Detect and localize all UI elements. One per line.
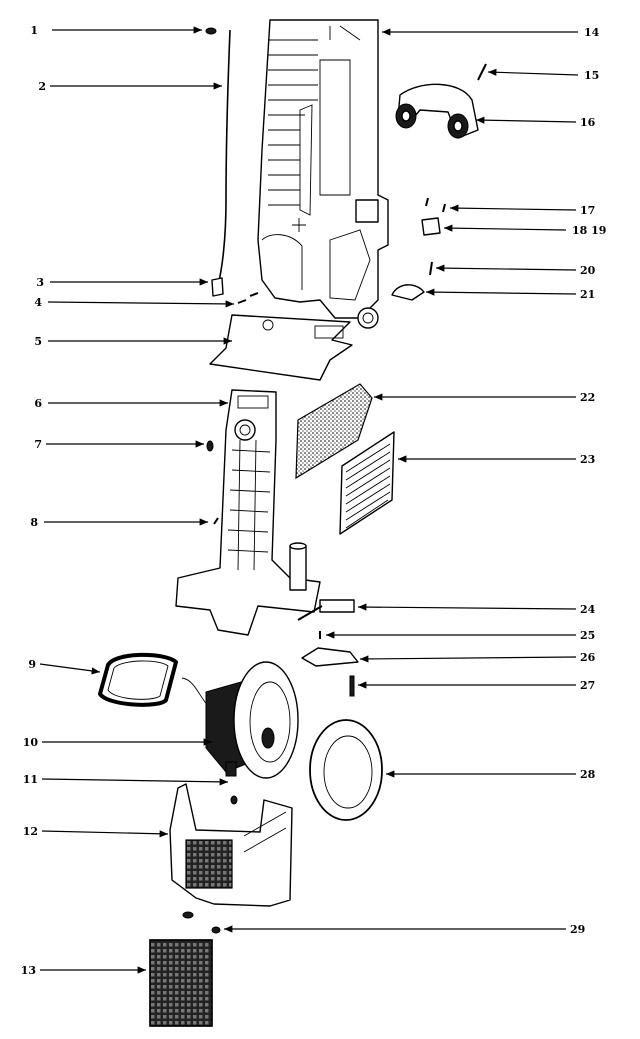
callout-7: 7 xyxy=(34,438,42,451)
callout-25: 25 xyxy=(580,629,595,642)
part-switch-21 xyxy=(391,284,425,301)
part-plate-5 xyxy=(209,314,353,381)
part-filter-pad-13 xyxy=(149,939,213,1027)
part-gasket-9 xyxy=(98,652,178,707)
part-screw-15 xyxy=(477,63,487,81)
callout-2: 2 xyxy=(38,80,46,93)
callout-10: 10 xyxy=(23,736,39,749)
callout-18-19: 18 19 xyxy=(572,224,606,237)
callout-5: 5 xyxy=(34,335,42,348)
callout-20: 20 xyxy=(580,264,596,277)
callout-24: 24 xyxy=(580,603,596,616)
callout-1: 1 xyxy=(30,24,38,37)
callout-12: 12 xyxy=(23,825,38,838)
part-housing-12 xyxy=(169,783,293,907)
callout-15: 15 xyxy=(584,69,599,82)
callout-26: 26 xyxy=(580,651,596,664)
part-frame-6 xyxy=(175,389,321,636)
part-clip-3 xyxy=(211,277,224,297)
callout-23: 23 xyxy=(580,453,595,466)
part-bracket-26 xyxy=(301,647,359,667)
part-ring-28 xyxy=(309,719,383,821)
callout-21: 21 xyxy=(580,288,595,301)
callout-11: 11 xyxy=(23,773,38,786)
callout-4: 4 xyxy=(34,296,42,309)
upper-handle-body xyxy=(257,19,389,329)
part-plate-18-19 xyxy=(421,217,441,236)
callout-labels: 1 2 3 4 5 6 7 8 9 10 11 12 13 14 15 16 1… xyxy=(21,24,607,977)
callout-8: 8 xyxy=(30,516,38,529)
part-wheel-bracket-16 xyxy=(395,83,479,139)
part-pins-4 xyxy=(237,292,259,304)
part-pin-8 xyxy=(213,517,219,525)
leader-lines-left xyxy=(39,26,235,974)
part-grille-23 xyxy=(339,431,395,535)
part-filter-22 xyxy=(295,383,373,480)
callout-13: 13 xyxy=(21,964,36,977)
callout-9: 9 xyxy=(28,658,36,671)
part-screw-20 xyxy=(429,261,433,276)
leader-lines-right xyxy=(224,28,579,933)
part-motor-10 xyxy=(181,661,299,779)
callout-28: 28 xyxy=(580,768,596,781)
part-bar-24 xyxy=(297,599,355,621)
callout-6: 6 xyxy=(34,397,42,410)
callout-22: 22 xyxy=(580,391,595,404)
callout-16: 16 xyxy=(580,116,596,129)
callout-29: 29 xyxy=(570,923,585,936)
callout-14: 14 xyxy=(584,26,600,39)
part-screw-7 xyxy=(206,440,214,452)
part-screws-29 xyxy=(182,911,221,934)
callout-17: 17 xyxy=(580,204,595,217)
part-fastener-1 xyxy=(205,27,217,35)
part-cord-2 xyxy=(217,29,231,286)
callout-3: 3 xyxy=(36,276,44,289)
part-screw-11 xyxy=(230,795,238,805)
part-pins-17 xyxy=(425,197,446,213)
callout-27: 27 xyxy=(580,679,595,692)
part-screw-27 xyxy=(349,675,355,697)
